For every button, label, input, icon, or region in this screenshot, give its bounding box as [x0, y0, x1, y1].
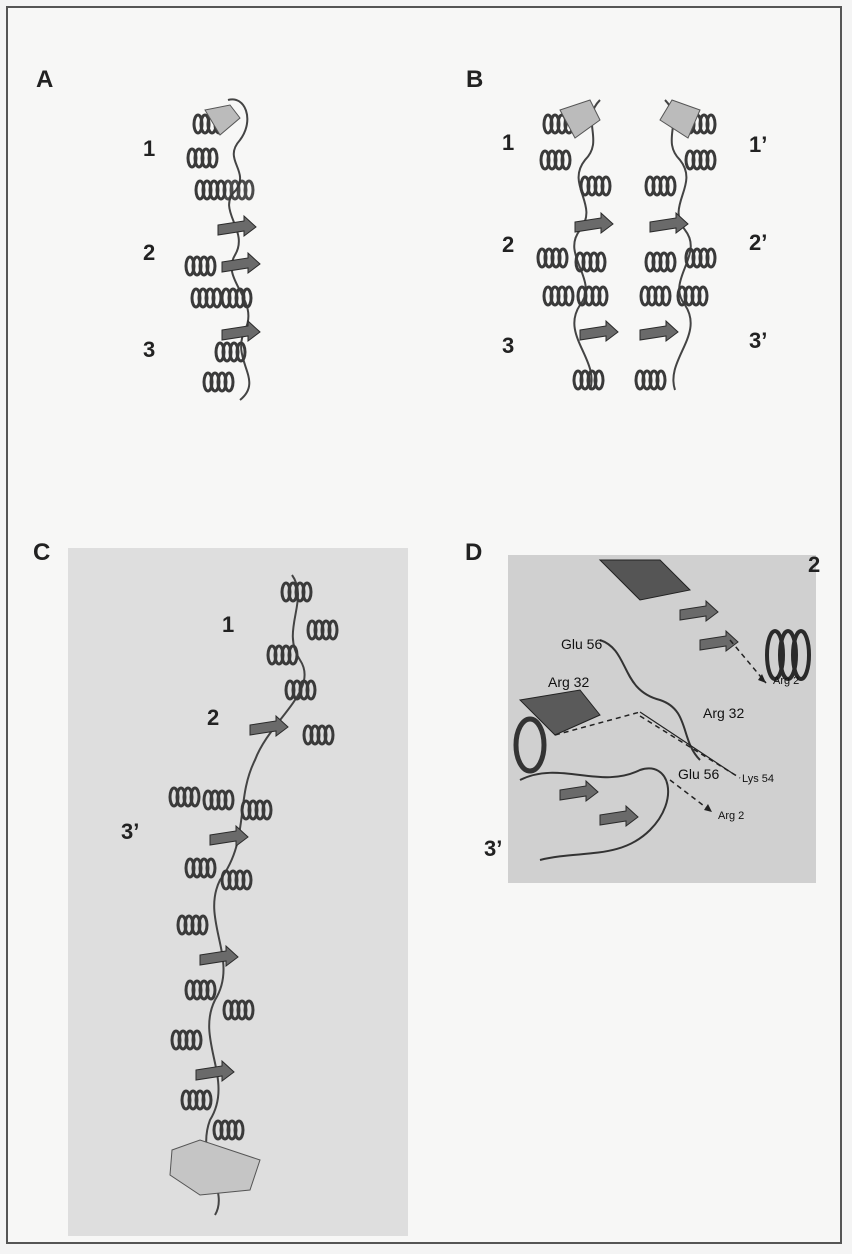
residue-arg2-lower: Arg 2	[718, 810, 744, 822]
panel-d-domain-2: 2	[808, 552, 820, 578]
panel-a-domain-2: 2	[143, 240, 155, 266]
residue-arg32-right: Arg 32	[703, 705, 744, 721]
panel-d-structure	[516, 560, 809, 860]
panel-b-domain-2: 2	[502, 232, 514, 258]
panel-b-letter: B	[466, 66, 483, 94]
residue-arg32-left: Arg 32	[548, 674, 589, 690]
panel-c-domain-2: 2	[207, 705, 219, 731]
residue-glu56-lower: Glu 56	[678, 766, 719, 782]
panel-a-domain-3: 3	[143, 337, 155, 363]
panel-c-domain-1: 1	[222, 612, 234, 638]
residue-arg2-upper: Arg 2	[773, 675, 799, 687]
panel-d-letter: D	[465, 539, 482, 567]
panel-a-domain-1: 1	[143, 136, 155, 162]
panel-b-domain-3: 3	[502, 333, 514, 359]
panel-c-structure	[170, 575, 337, 1215]
residue-lys54: Lys 54	[742, 773, 774, 785]
panel-b-domain-3-prime: 3’	[749, 328, 767, 354]
residue-glu56-upper: Glu 56	[561, 636, 602, 652]
panel-a-letter: A	[36, 66, 53, 94]
panel-c-letter: C	[33, 539, 50, 567]
panel-b-structure	[538, 100, 715, 390]
panel-d-domain-3-prime: 3’	[484, 836, 502, 862]
panel-c-domain-3-prime: 3’	[121, 819, 139, 845]
panel-b-domain-1: 1	[502, 130, 514, 156]
panel-b-domain-2-prime: 2’	[749, 230, 767, 256]
panel-b-domain-1-prime: 1’	[749, 132, 767, 158]
panel-a-structure	[186, 99, 260, 400]
